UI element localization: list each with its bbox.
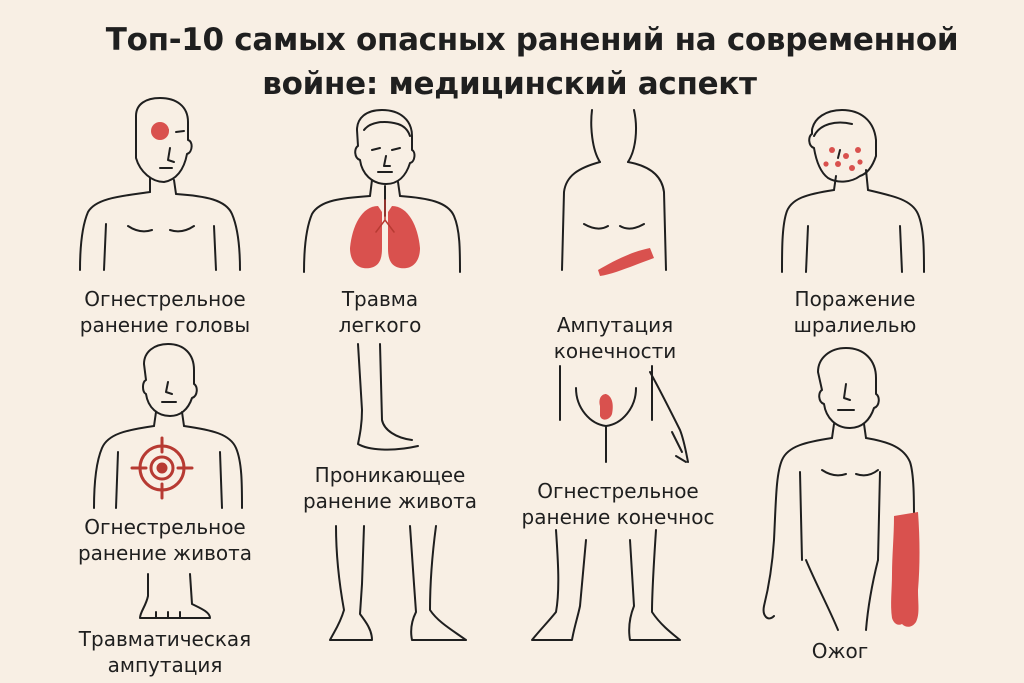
limb-wound-icon [598, 248, 654, 276]
crosshair-icon [130, 436, 194, 500]
title-line-2: войне: медицинский аспект [262, 66, 757, 102]
lungs-icon [350, 199, 420, 269]
figure-thigh-gunshot [531, 365, 689, 641]
figure-shrapnel [781, 109, 925, 273]
figure-lung-trauma [303, 109, 461, 273]
title-line-1: Топ-10 самых опасных ранений на современ… [105, 22, 959, 58]
page-title: Топ-10 самых опасных ранений на современ… [0, 18, 1024, 106]
figure-amputation-torso [561, 109, 667, 271]
label-head-gunshot: Огнестрельное ранение головы [79, 287, 251, 337]
figure-burn [762, 347, 915, 631]
label-abdomen-penetrating: Проникающее ранение живота [302, 463, 477, 513]
shrapnel-dots-icon [823, 147, 863, 171]
label-traumatic-amputation: Травматическая ампутация [78, 627, 252, 677]
legs-icon [329, 343, 467, 641]
label-amputation: Ампутация конечности [553, 313, 677, 363]
label-limb-gunshot: Огнестрельное ранение конечнос [521, 479, 715, 529]
figure-abdomen-gunshot [93, 343, 243, 509]
label-lung-trauma: Травма легкого [338, 287, 422, 337]
label-burn: Ожог [811, 639, 869, 663]
label-abdomen-gunshot: Огнестрельное ранение живота [77, 515, 252, 565]
label-shrapnel: Поражение шралиелью [793, 287, 917, 337]
feet-icon [139, 573, 211, 619]
burned-arm-icon [891, 512, 920, 627]
thigh-wound-icon [599, 394, 613, 420]
head-wound-icon [151, 122, 169, 140]
